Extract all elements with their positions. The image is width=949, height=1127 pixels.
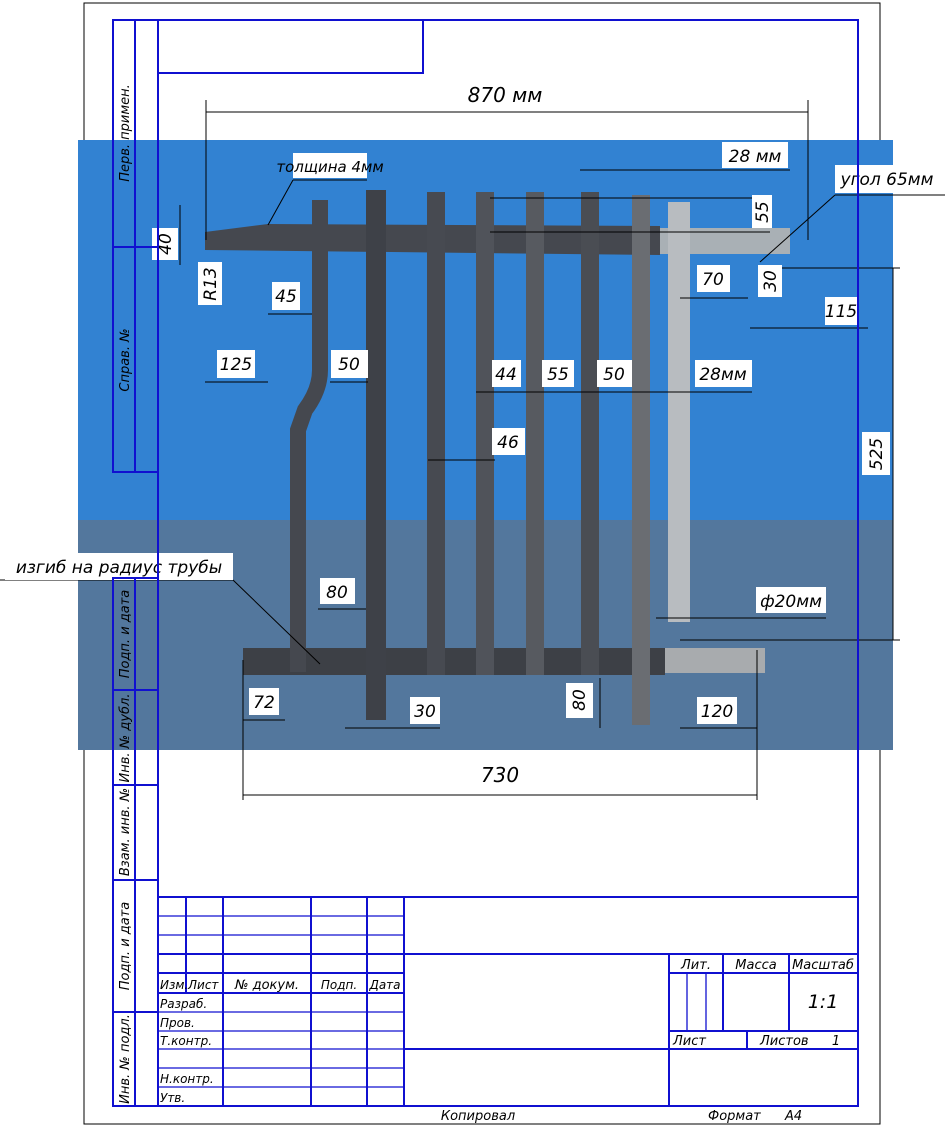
header-doc-no: № докум. — [234, 978, 299, 993]
picket — [427, 192, 445, 675]
header-podp: Подп. — [321, 978, 357, 992]
side-strip: Перв. примен. Справ. № Подп. и дата Инв.… — [118, 84, 133, 1104]
listov-value: 1 — [832, 1034, 840, 1049]
dim-30: 30 — [414, 702, 436, 722]
picket-light — [668, 202, 690, 622]
side-vzam-inv: Взам. инв. № — [118, 788, 133, 876]
dim-30-vertical: 30 — [761, 270, 781, 292]
dim-55-vertical: 55 — [753, 201, 773, 223]
massa-label: Масса — [735, 958, 776, 973]
picket — [476, 192, 494, 675]
dim-120: 120 — [701, 702, 733, 722]
drawing-frame — [112, 19, 859, 1107]
scale-value: 1:1 — [808, 991, 839, 1013]
dim-28mm-top: 28 мм — [729, 147, 782, 167]
dim-r13: R13 — [201, 267, 221, 300]
role-nkontr: Н.контр. — [160, 1072, 214, 1086]
dim-50-b: 50 — [603, 365, 625, 385]
dim-70: 70 — [702, 270, 724, 290]
dim-28mm: 28мм — [699, 365, 746, 385]
title-block: Изм. Лист № докум. Подп. Дата Разраб. Пр… — [158, 896, 858, 1124]
role-razrab: Разраб. — [160, 997, 207, 1011]
dim-40: 40 — [156, 233, 176, 255]
dim-125: 125 — [220, 355, 252, 375]
list-label: Лист — [672, 1034, 706, 1049]
role-utv: Утв. — [160, 1091, 185, 1105]
picket — [366, 190, 386, 720]
dim-45: 45 — [275, 287, 297, 307]
dim-diameter-20: ф20мм — [760, 592, 822, 612]
format-label: Формат — [708, 1109, 761, 1124]
side-inv-dubl: Инв. № дубл. — [118, 694, 133, 783]
bottom-bar-light-section — [665, 648, 765, 673]
picket — [632, 195, 650, 725]
dimension-labels: 870 мм 730 толщина 4мм 28 мм угол 65мм 4… — [5, 83, 940, 787]
photo-fence-section — [78, 140, 893, 750]
bend-note: изгиб на радиус трубы — [16, 558, 222, 578]
header-izm: Изм. — [160, 978, 188, 992]
dim-525: 525 — [867, 438, 887, 470]
dim-80-a: 80 — [326, 583, 348, 603]
header-list: Лист — [187, 978, 219, 992]
side-podp-data-2: Подп. и дата — [118, 902, 133, 991]
bent-picket — [290, 200, 328, 672]
masshtab-label: Масштаб — [792, 958, 854, 973]
dim-44: 44 — [495, 365, 517, 385]
bottom-flat-bar — [243, 648, 665, 675]
kopiroval-label: Копировал — [441, 1109, 515, 1124]
picket — [581, 192, 599, 675]
picket — [526, 192, 544, 675]
role-tkontr: Т.контр. — [160, 1034, 212, 1048]
dim-870: 870 мм — [468, 83, 543, 107]
dim-50-a: 50 — [338, 355, 360, 375]
angle-note: угол 65мм — [840, 170, 934, 190]
side-podp-data-1: Подп. и дата — [118, 590, 133, 679]
lit-label: Лит. — [680, 958, 711, 973]
role-prov: Пров. — [160, 1016, 195, 1030]
dim-730: 730 — [481, 763, 519, 787]
top-left-stamp-box — [157, 19, 424, 74]
listov-label: Листов — [759, 1034, 809, 1049]
dim-115: 115 — [825, 302, 857, 322]
side-sprav-no: Справ. № — [118, 328, 133, 391]
thickness-note: толщина 4мм — [276, 158, 383, 176]
dim-80-vertical: 80 — [570, 689, 590, 711]
dim-55: 55 — [547, 365, 569, 385]
dim-46: 46 — [497, 433, 519, 453]
dimension-lines — [0, 100, 945, 800]
format-value: A4 — [784, 1109, 802, 1124]
header-data: Дата — [368, 978, 400, 992]
side-perv-primen: Перв. примен. — [118, 84, 133, 182]
dim-72: 72 — [253, 693, 275, 713]
side-inv-podl: Инв. № подл. — [118, 1014, 133, 1104]
